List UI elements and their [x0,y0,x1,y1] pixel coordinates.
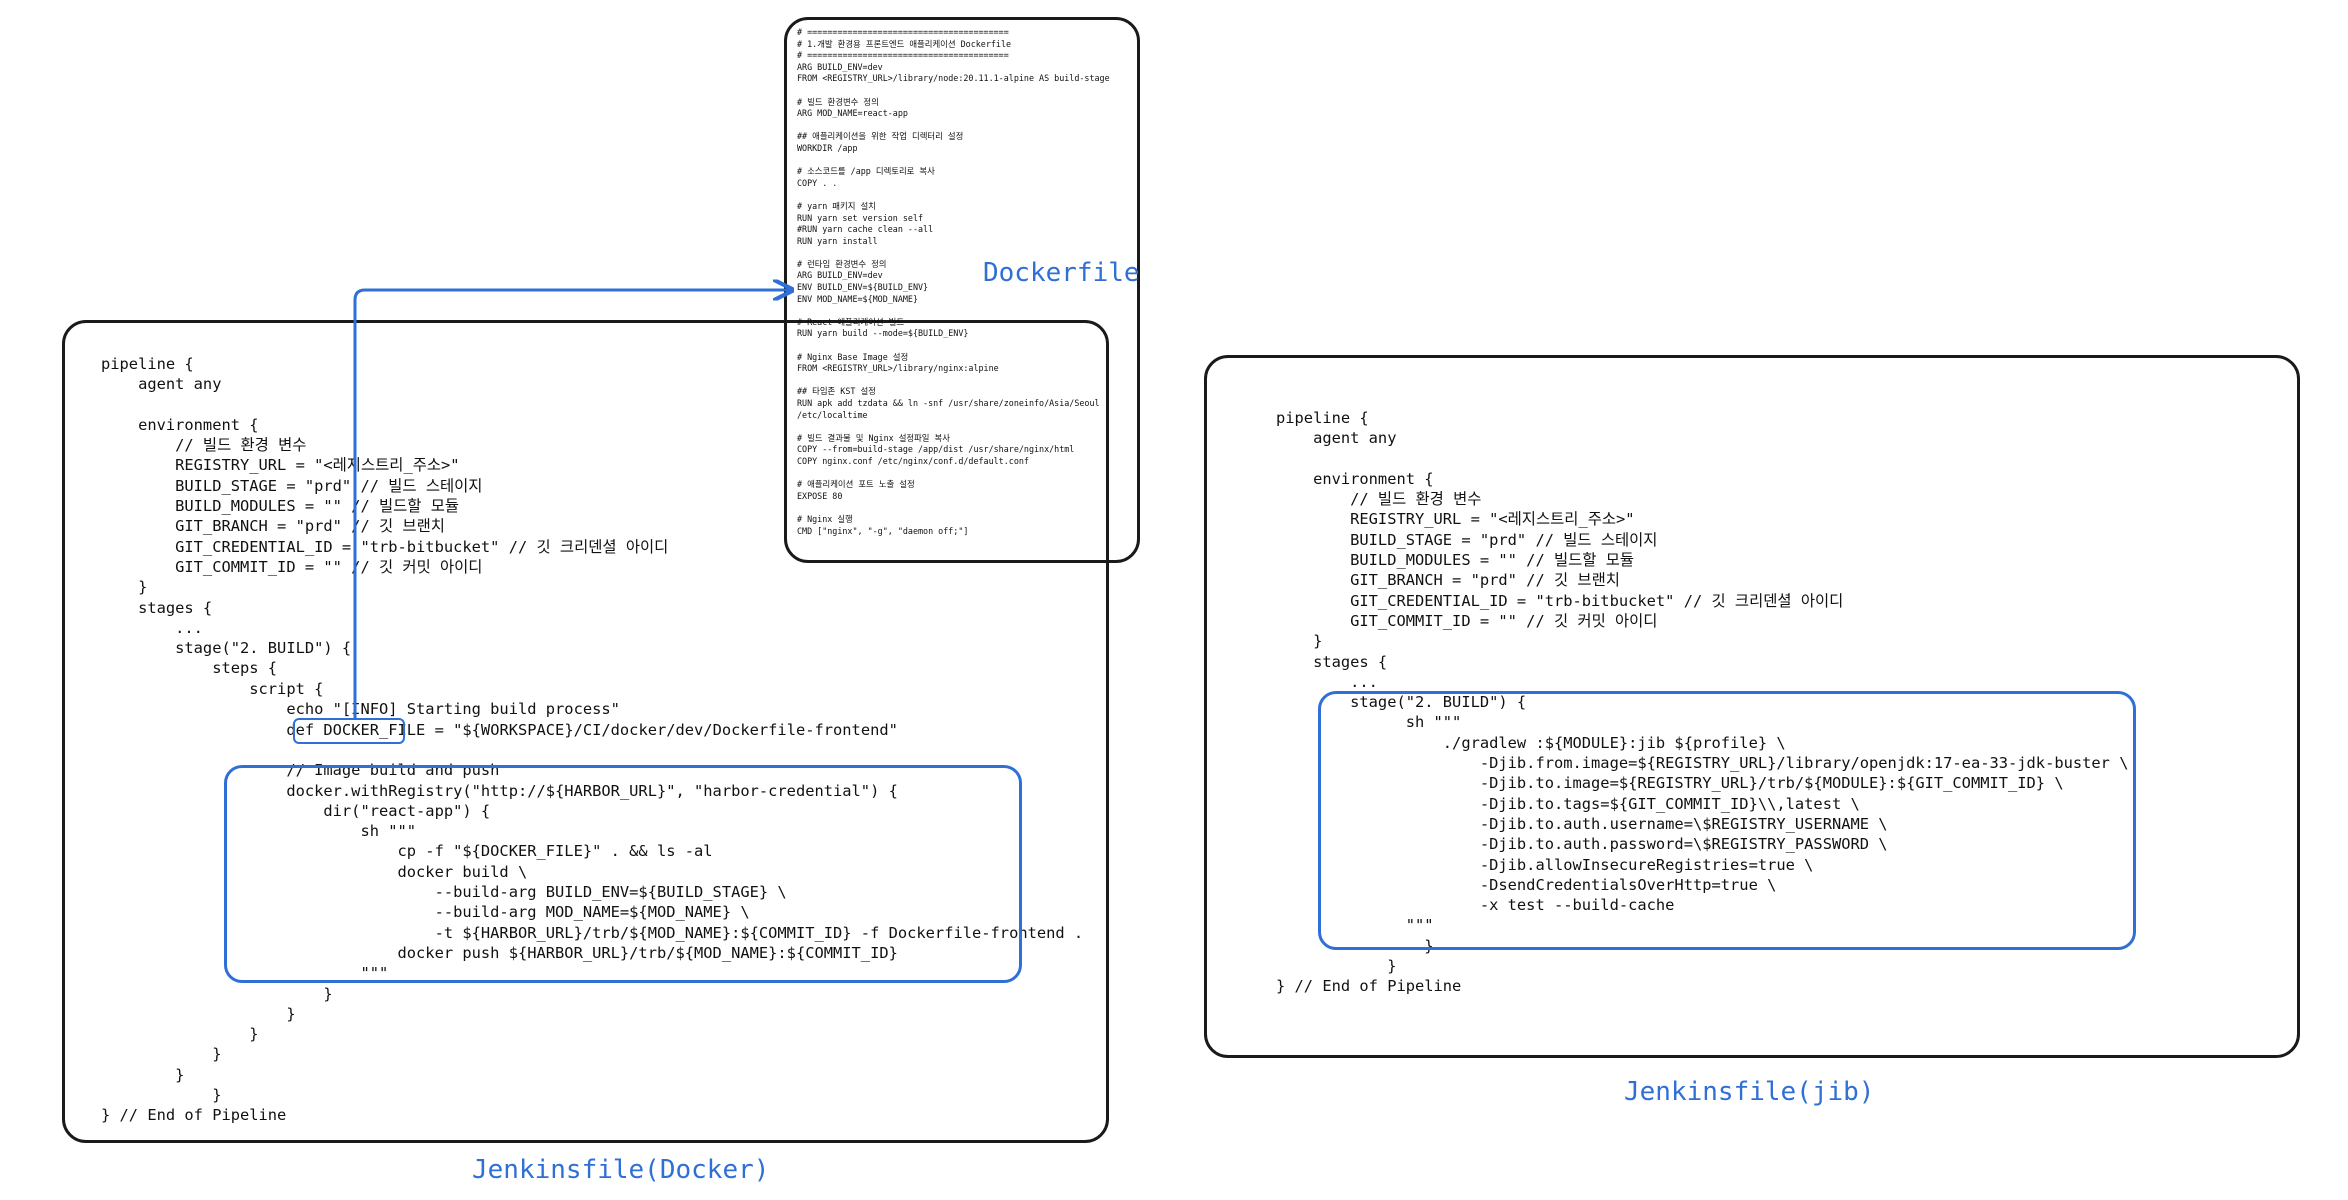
jib-jenkinsfile-panel [1204,355,2300,1058]
jib-jenkinsfile-code: pipeline { agent any environment { // 빌드… [1276,409,2129,996]
docker-jenkinsfile-def-line: def DOCKER_FILE = "${WORKSPACE}/CI/docke… [101,720,898,740]
docker-file-variable-highlight [293,718,405,744]
dockerfile-code: # ======================================… [797,27,1110,536]
docker-jenkinsfile-title: Jenkinsfile(Docker) [472,1155,770,1185]
docker-jenkinsfile-code-bottom: // Image build and push docker.withRegis… [101,761,1084,1125]
def-suffix: = "${WORKSPACE}/CI/docker/dev/Dockerfile… [425,721,898,739]
jib-jenkinsfile-title: Jenkinsfile(jib) [1624,1077,1875,1107]
docker-jenkinsfile-panel [62,320,1109,1143]
jib-build-stage-highlight [1318,691,2136,950]
dockerfile-title: Dockerfile [983,258,1140,288]
image-build-push-highlight [224,765,1022,983]
docker-jenkinsfile-code-top: pipeline { agent any environment { // 빌드… [101,355,669,719]
arrow-line [353,290,792,718]
docker-file-variable: DOCKER_FILE [323,721,426,739]
